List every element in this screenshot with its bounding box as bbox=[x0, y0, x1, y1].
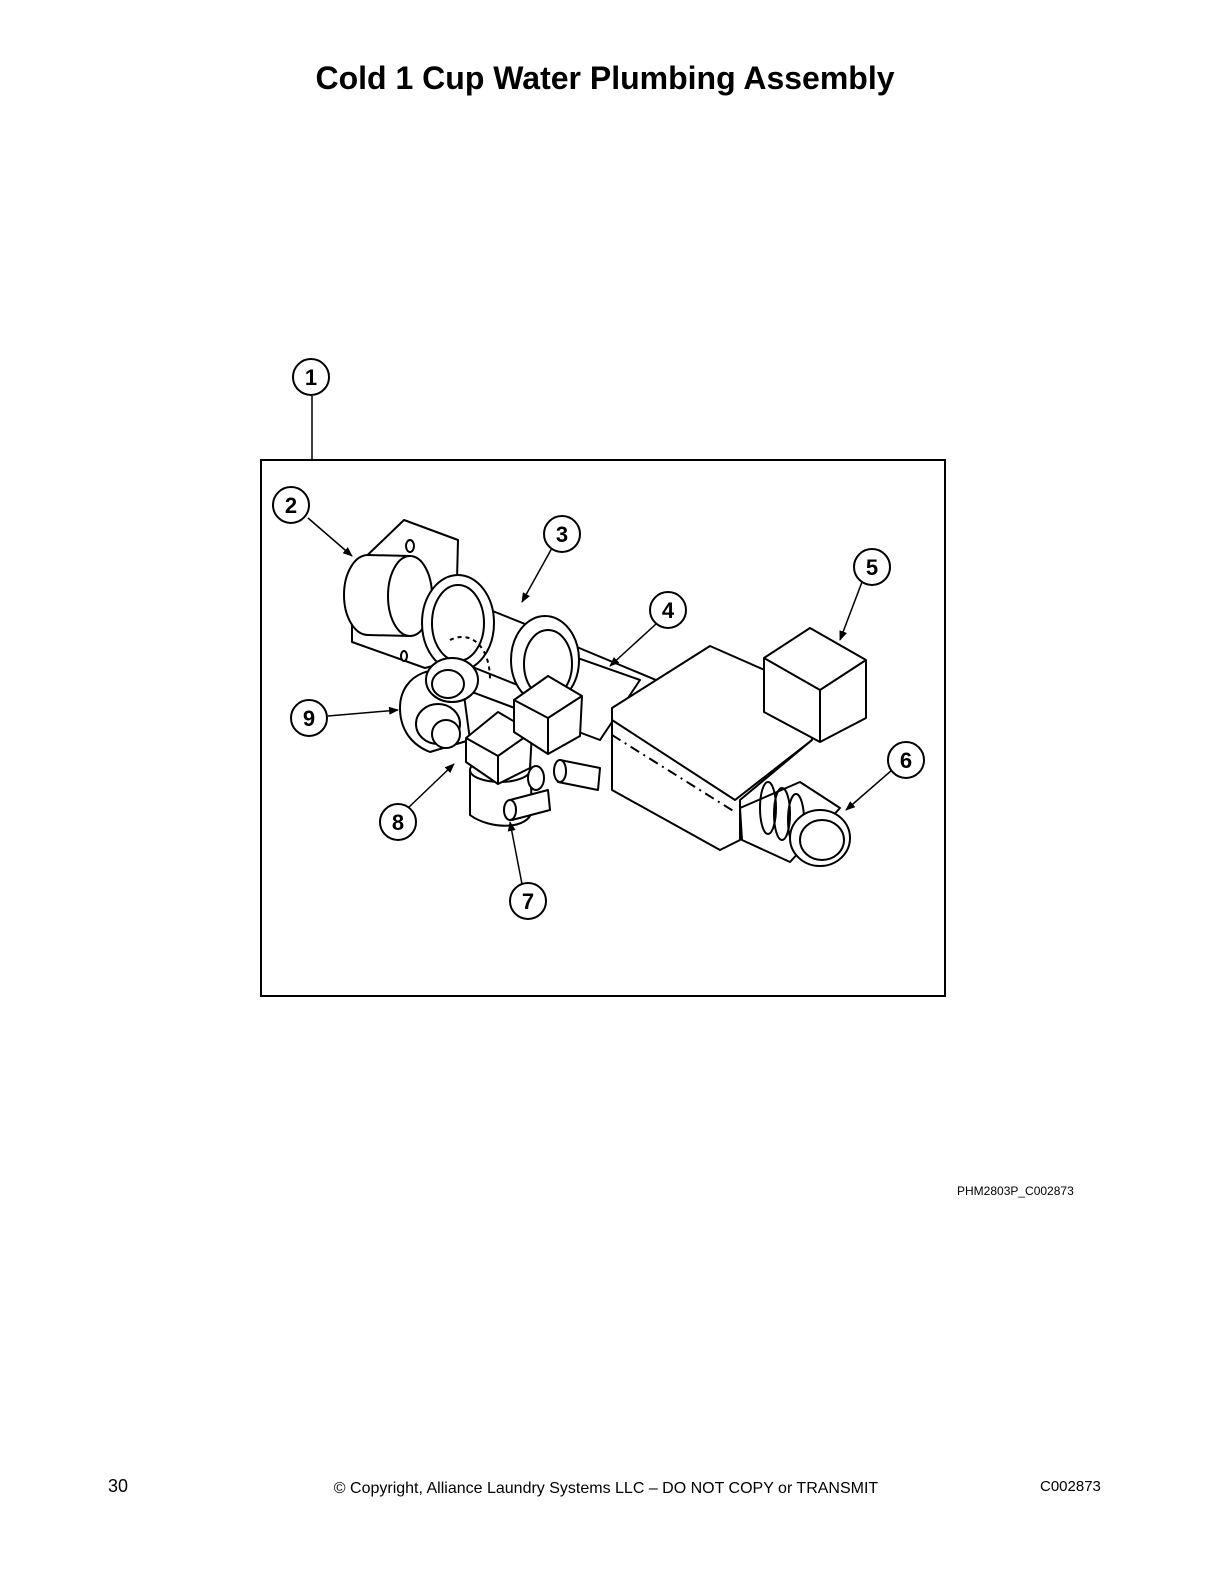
callout-8: 8 bbox=[379, 803, 417, 841]
solenoid-coil bbox=[763, 627, 867, 743]
callout-number: 8 bbox=[392, 810, 404, 835]
callout-number: 3 bbox=[556, 522, 568, 547]
copyright-notice: © Copyright, Alliance Laundry Systems LL… bbox=[333, 1480, 879, 1497]
callout-number: 9 bbox=[303, 706, 315, 731]
leader-line-9 bbox=[327, 706, 399, 717]
callout-1: 1 bbox=[292, 358, 330, 396]
callout-9: 9 bbox=[290, 699, 328, 737]
callout-number: 7 bbox=[522, 889, 534, 914]
assembly-frame bbox=[260, 459, 946, 997]
tube-stub bbox=[527, 765, 545, 791]
solenoid-housing bbox=[611, 645, 813, 851]
document-code: C002873 bbox=[1040, 1478, 1101, 1495]
callout-4: 4 bbox=[649, 591, 687, 629]
figure-id: PHM2803P_C002873 bbox=[957, 1184, 1074, 1198]
page-title: Cold 1 Cup Water Plumbing Assembly bbox=[315, 60, 895, 96]
callout-5: 5 bbox=[853, 548, 891, 586]
callout-number: 2 bbox=[285, 493, 297, 518]
valve-illustration bbox=[343, 519, 867, 867]
leader-line-2 bbox=[307, 517, 353, 557]
callouts: 1 2 3 4 5 6 7 8 9 bbox=[272, 358, 925, 920]
callout-3: 3 bbox=[543, 515, 581, 553]
leader-line-4 bbox=[609, 623, 657, 667]
leader-line-7 bbox=[507, 821, 523, 885]
callout-7: 7 bbox=[509, 882, 547, 920]
leader-line-6 bbox=[845, 769, 893, 811]
leader-line-8 bbox=[407, 763, 455, 809]
callout-number: 1 bbox=[305, 365, 317, 390]
callout-6: 6 bbox=[887, 741, 925, 779]
callout-number: 5 bbox=[866, 555, 878, 580]
leader-line-5 bbox=[839, 581, 863, 641]
callout-number: 6 bbox=[900, 748, 912, 773]
leader-line-3 bbox=[521, 547, 553, 603]
callout-number: 4 bbox=[662, 598, 675, 623]
callout-2: 2 bbox=[272, 486, 310, 524]
leader-arrows bbox=[307, 517, 893, 885]
page-number: 30 bbox=[108, 1476, 129, 1496]
spade-terminal-block-b bbox=[513, 675, 583, 755]
